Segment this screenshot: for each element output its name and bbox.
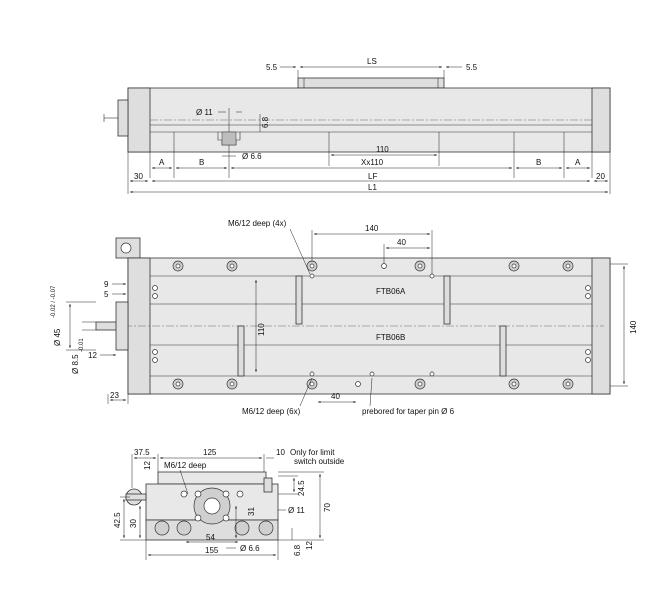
dim-40-bottom: 40 bbox=[331, 392, 340, 401]
dim-dia-6-6-top: Ø 6.6 bbox=[242, 152, 262, 161]
dim-140-right: 140 bbox=[629, 320, 638, 334]
dim-30-end: 30 bbox=[129, 519, 138, 528]
note-limit-line1: Only for limit bbox=[290, 448, 335, 457]
dim-b-left: B bbox=[199, 158, 204, 167]
note-m6-end: M6/12 deep bbox=[164, 461, 207, 470]
dim-l1: L1 bbox=[368, 183, 377, 192]
dim-40-top: 40 bbox=[397, 238, 406, 247]
end-view: 37.5 125 10 Only for limit switch outsid… bbox=[113, 448, 345, 560]
dim-a-left: A bbox=[159, 158, 165, 167]
dim-ls: LS bbox=[367, 57, 377, 66]
dim-9: 9 bbox=[104, 280, 109, 289]
dim-5: 5 bbox=[104, 290, 109, 299]
note-m6-4x: M6/12 deep (4x) bbox=[228, 219, 287, 228]
dim-54: 54 bbox=[206, 533, 215, 542]
dim-12-plan: 12 bbox=[88, 351, 97, 360]
dim-6-8-end: 6.8 bbox=[293, 544, 302, 556]
carriage bbox=[297, 77, 445, 89]
dim-dia-45: Ø 45 bbox=[53, 328, 62, 346]
dim-dia-8-5-tol: -0.01 bbox=[79, 338, 85, 352]
dim-37-5: 37.5 bbox=[134, 448, 150, 457]
end-block-right bbox=[591, 87, 611, 153]
dim-5-5-right: 5.5 bbox=[466, 63, 478, 72]
dim-125: 125 bbox=[203, 448, 217, 457]
dim-dia-45-tol: -0.02 / -0.07 bbox=[51, 285, 57, 318]
note-m6-6x: M6/12 deep (6x) bbox=[242, 407, 301, 416]
dim-110-vert: 110 bbox=[257, 323, 266, 336]
dim-x110: Xx110 bbox=[361, 158, 384, 167]
dim-24-5: 24.5 bbox=[297, 480, 306, 496]
dim-6-8-top: 6.8 bbox=[261, 116, 270, 128]
dim-110-top: 110 bbox=[376, 145, 389, 154]
note-prebored: prebored for taper pin Ø 6 bbox=[362, 407, 455, 416]
dim-12-top-end: 12 bbox=[143, 461, 152, 470]
dim-dia-11-end: Ø 11 bbox=[288, 506, 305, 515]
dim-140-top: 140 bbox=[365, 224, 379, 233]
dim-dia-8-5: Ø 8.5 bbox=[71, 354, 80, 374]
dim-lf: LF bbox=[368, 172, 377, 181]
label-ftb06b: FTB06B bbox=[376, 333, 405, 342]
dim-dia-11-top: Ø 11 bbox=[196, 108, 213, 117]
dim-31: 31 bbox=[247, 507, 256, 516]
rail-body bbox=[127, 87, 611, 153]
dim-42-5: 42.5 bbox=[113, 512, 122, 528]
dim-12-bottom-end: 12 bbox=[305, 541, 314, 550]
dim-10-end: 10 bbox=[276, 448, 285, 457]
note-limit-line2: switch outside bbox=[294, 457, 345, 466]
plan-view: M6/12 deep (4x) 140 40 9 5 Ø 45 -0.02 / … bbox=[51, 219, 638, 416]
dim-5-5-left: 5.5 bbox=[266, 63, 278, 72]
dim-b-right: B bbox=[536, 158, 541, 167]
label-ftb06a: FTB06A bbox=[376, 287, 406, 296]
motor-flange bbox=[117, 99, 129, 137]
dim-70: 70 bbox=[323, 503, 332, 512]
dim-dia-6-6-end: Ø 6.6 bbox=[240, 544, 260, 553]
dim-155: 155 bbox=[205, 546, 219, 555]
dim-a-right: A bbox=[575, 158, 581, 167]
end-block-left bbox=[127, 87, 151, 153]
dim-23: 23 bbox=[110, 391, 119, 400]
dim-30-top: 30 bbox=[134, 172, 143, 181]
dim-20-top: 20 bbox=[596, 172, 605, 181]
side-view: 5.5 LS 5.5 Ø 11 6.8 Ø 6.6 110 A B Xx110 … bbox=[103, 57, 611, 194]
